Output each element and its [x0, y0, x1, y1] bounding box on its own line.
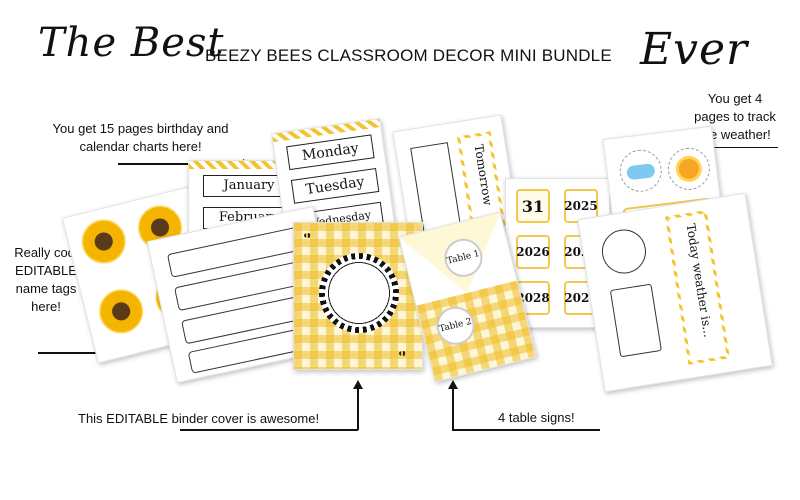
weather-callout: You get 4 pages to track the weather!	[680, 90, 790, 144]
table-signs-pointer-vertical	[452, 388, 454, 430]
binder-pointer-vertical	[357, 388, 359, 430]
binder-callout: This EDITABLE binder cover is awesome!	[78, 411, 320, 426]
stripe-border	[189, 161, 307, 169]
weather-callout-line-3: the weather!	[699, 127, 771, 142]
name-tags-callout-line-4: here!	[31, 299, 61, 314]
tomorrow-label: Tomorrow	[471, 143, 496, 207]
year-card-2025: 2025	[564, 189, 598, 223]
calendar-arrow	[118, 163, 244, 165]
day-label-tuesday: Tuesday	[290, 168, 380, 204]
table-signs-pointer-horizontal	[452, 429, 600, 431]
page-title: BEEZY BEES CLASSROOM DECOR MINI BUNDLE	[205, 46, 612, 65]
arrow-icon	[353, 380, 363, 389]
year-card-31: 31	[516, 189, 550, 223]
cloud-icon	[617, 147, 665, 195]
binder-pointer-horizontal	[180, 429, 358, 431]
weather-circle-slot	[598, 226, 650, 277]
sunflower-icon	[77, 214, 131, 269]
year-card-2026: 2026	[516, 235, 550, 269]
sunflower-icon	[94, 284, 148, 339]
binder-cover-sheet	[293, 222, 423, 370]
name-tags-callout-line-3: name tags	[15, 281, 77, 296]
bee-icon	[304, 233, 311, 238]
today-weather-sheet: Today weather is...	[577, 192, 773, 393]
calendar-callout-line-2: calendar charts here!	[79, 139, 202, 154]
weather-underline	[694, 147, 778, 148]
the-best-script: The Best	[38, 20, 225, 66]
table-signs-callout: 4 table signs!	[498, 410, 575, 425]
weather-callout-line-2: pages to track	[694, 109, 776, 124]
binder-circle-frame	[319, 253, 399, 333]
table-one-label: Table 1	[446, 248, 481, 267]
today-weather-frame: Today weather is...	[665, 210, 730, 365]
ever-script: Ever	[640, 24, 749, 75]
name-tags-callout: Really cool EDITABLE name tags here!	[6, 244, 86, 316]
weather-callout-line-1: You get 4	[707, 91, 763, 106]
sun-icon	[665, 145, 713, 193]
today-weather-label: Today weather is...	[683, 222, 716, 339]
calendar-callout-line-1: You get 15 pages birthday and	[52, 121, 229, 136]
calendar-callout: You get 15 pages birthday and calendar c…	[28, 120, 253, 156]
day-label-monday: Monday	[286, 134, 375, 171]
name-tags-arrow	[38, 352, 110, 354]
weather-rect-slot	[609, 283, 662, 358]
name-tags-callout-line-2: EDITABLE	[15, 263, 77, 278]
table-two-label: Table 2	[438, 316, 473, 335]
name-tags-callout-line-1: Really cool	[14, 245, 78, 260]
bee-icon	[399, 351, 406, 356]
arrow-icon	[448, 380, 458, 389]
